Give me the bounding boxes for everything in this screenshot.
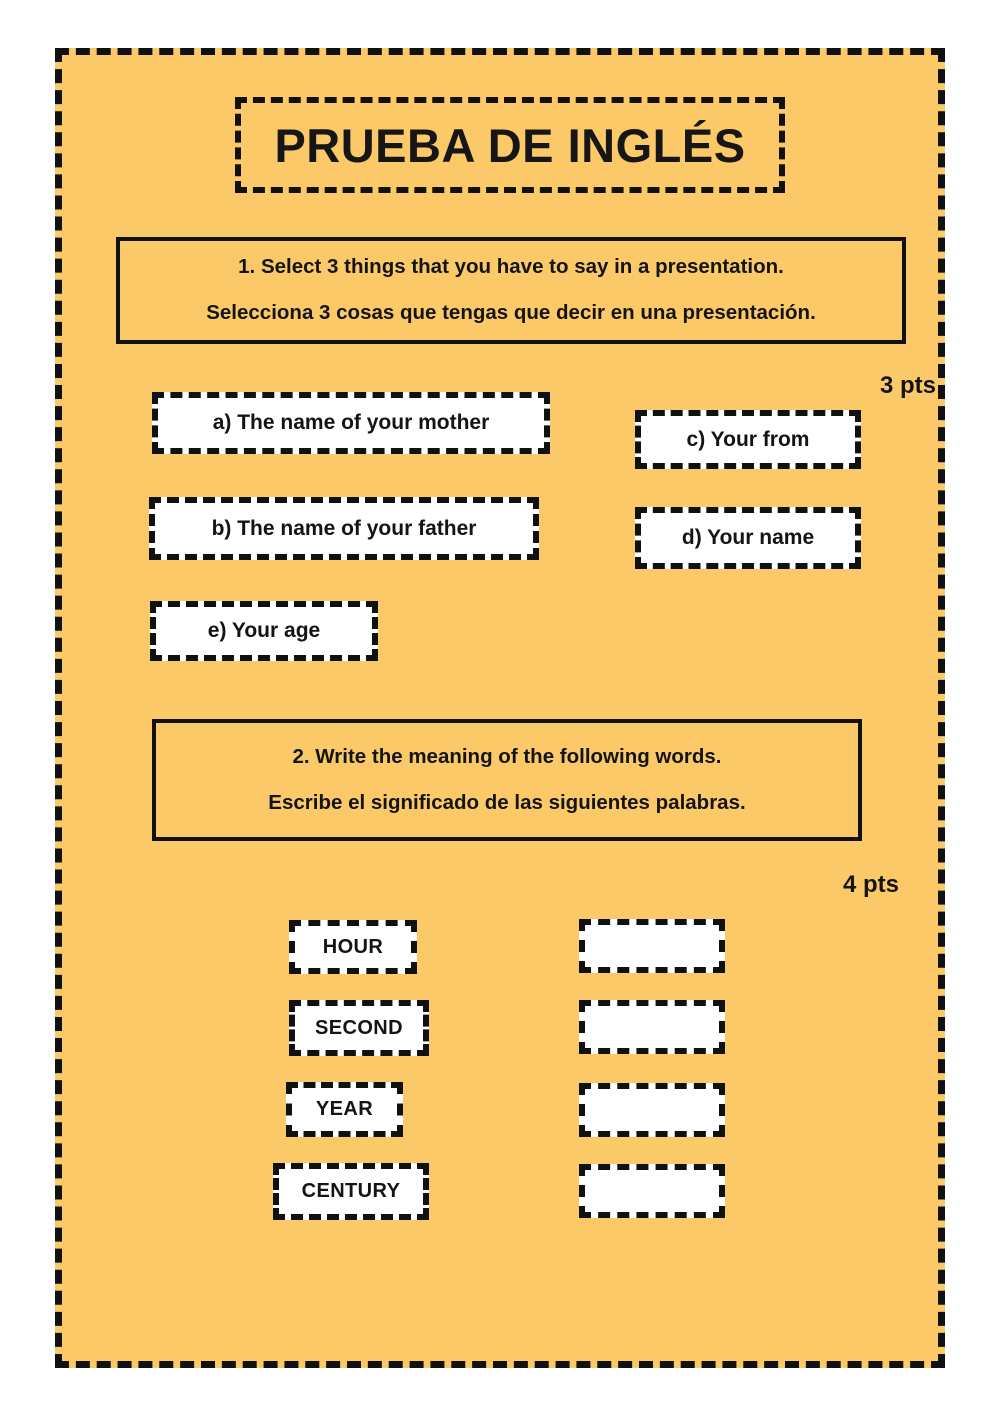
option-b-label: b) The name of your father: [211, 516, 477, 540]
option-d-label: d) Your name: [681, 526, 815, 549]
word-label: YEAR: [315, 1098, 374, 1120]
word-card-second: SECOND: [289, 1000, 429, 1056]
answer-input-second[interactable]: [579, 1000, 725, 1054]
answer-input-hour[interactable]: [579, 919, 725, 973]
worksheet-sheet: PRUEBA DE INGLÉS 1. Select 3 things that…: [55, 48, 945, 1368]
option-c[interactable]: c) Your from: [635, 410, 861, 469]
option-a[interactable]: a) The name of your mother: [152, 392, 550, 454]
answer-input-century[interactable]: [579, 1164, 725, 1218]
question-1-instruction: 1. Select 3 things that you have to say …: [116, 237, 906, 344]
option-e[interactable]: e) Your age: [150, 601, 378, 661]
question-1-prompt-en: 1. Select 3 things that you have to say …: [238, 255, 784, 279]
word-card-hour: HOUR: [289, 920, 417, 974]
answer-input-year[interactable]: [579, 1083, 725, 1137]
question-1-prompt-es: Selecciona 3 cosas que tengas que decir …: [206, 301, 816, 324]
question-2-prompt-en: 2. Write the meaning of the following wo…: [292, 744, 722, 768]
word-label: CENTURY: [301, 1180, 401, 1202]
word-label: HOUR: [322, 935, 384, 958]
word-label: SECOND: [315, 1016, 403, 1039]
question-2-points: 4 pts: [843, 871, 900, 898]
worksheet-title-box: PRUEBA DE INGLÉS: [235, 97, 785, 193]
option-a-label: a) The name of your mother: [212, 411, 490, 434]
option-c-label: c) Your from: [686, 427, 810, 451]
option-d[interactable]: d) Your name: [635, 507, 861, 569]
page-title: PRUEBA DE INGLÉS: [274, 118, 746, 172]
word-card-century: CENTURY: [273, 1163, 429, 1220]
question-2-prompt-es: Escribe el significado de las siguientes…: [268, 790, 746, 814]
question-2-instruction: 2. Write the meaning of the following wo…: [152, 719, 862, 841]
word-card-year: YEAR: [286, 1082, 403, 1137]
option-e-label: e) Your age: [207, 619, 321, 642]
question-1-points: 3 pts: [880, 372, 937, 399]
option-b[interactable]: b) The name of your father: [149, 497, 539, 560]
